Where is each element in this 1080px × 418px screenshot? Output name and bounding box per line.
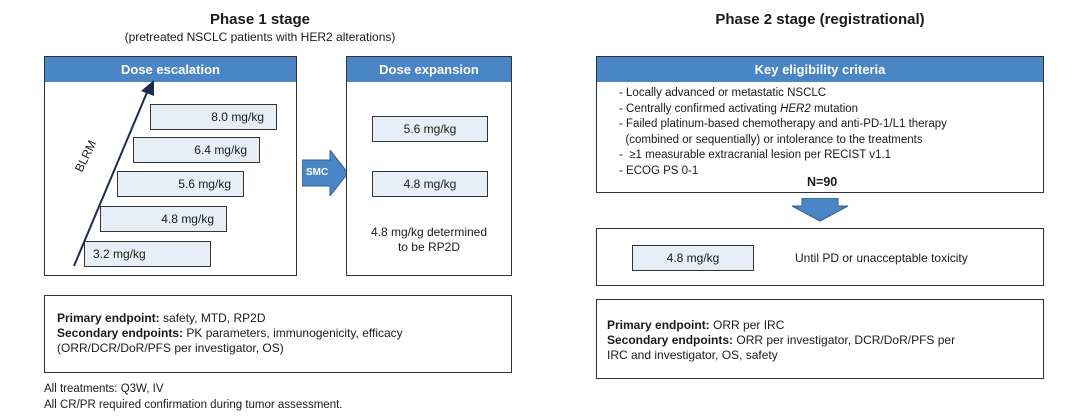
- rp2d-note: 4.8 mg/kg determined to be RP2D: [350, 225, 508, 255]
- expansion-dose-5-6: 5.6 mg/kg: [372, 116, 488, 142]
- criterion-1: - Locally advanced or metastatic NSCLC: [619, 87, 827, 99]
- phase2-primary-label: Primary endpoint:: [607, 318, 710, 332]
- phase2-title: Phase 2 stage (registrational): [715, 11, 925, 28]
- phase1-secondary-endpoint: Secondary endpoints: PK parameters, immu…: [57, 326, 507, 341]
- phase2-secondary-endpoint: Secondary endpoints: ORR per investigato…: [607, 333, 1037, 348]
- criterion-4: - ≥1 measurable extracranial lesion per …: [619, 149, 891, 161]
- criterion-5: - ECOG PS 0-1: [619, 164, 699, 177]
- criterion-2-her2: HER2: [780, 102, 811, 115]
- smc-arrow-icon: [302, 150, 349, 196]
- criterion-2: - Centrally confirmed activating HER2 mu…: [619, 102, 947, 118]
- phase2-endpoints-box: Primary endpoint: ORR per IRC Secondary …: [596, 299, 1044, 379]
- phase2-primary-text: ORR per IRC: [709, 318, 785, 332]
- escalation-dose-4-8: 4.8 mg/kg: [100, 206, 227, 232]
- phase1-primary-text: safety, MTD, RP2D: [159, 311, 266, 325]
- criterion-2-pre: - Centrally confirmed activating: [619, 102, 781, 115]
- escalation-dose-3-2: 3.2 mg/kg: [84, 241, 211, 267]
- escalation-dose-5-6: 5.6 mg/kg: [117, 171, 244, 197]
- phase1-primary-label: Primary endpoint:: [57, 311, 160, 325]
- footnote-2: All CR/PR required confirmation during t…: [44, 399, 343, 411]
- phase1-title: Phase 1 stage: [209, 11, 311, 28]
- treatment-dose: 4.8 mg/kg: [632, 245, 754, 271]
- phase2-secondary-label: Secondary endpoints:: [607, 333, 734, 347]
- criterion-2-post: mutation: [810, 102, 859, 115]
- phase2-primary-endpoint: Primary endpoint: ORR per IRC: [607, 318, 1037, 333]
- rp2d-note-line2: to be RP2D: [397, 240, 461, 254]
- treatment-duration: Until PD or unacceptable toxicity: [795, 251, 968, 265]
- eligibility-header: Key eligibility criteria: [597, 57, 1043, 82]
- dose-expansion-header: Dose expansion: [347, 57, 511, 82]
- expansion-dose-4-8: 4.8 mg/kg: [372, 171, 488, 197]
- phase1-endpoints-box: Primary endpoint: safety, MTD, RP2D Seco…: [44, 295, 512, 373]
- blrm-arrow-icon: [73, 80, 154, 267]
- escalation-dose-8-0: 8.0 mg/kg: [150, 104, 277, 130]
- footnote-1: All treatments: Q3W, IV: [44, 383, 164, 395]
- criterion-3-cont: (combined or sequentially) or intoleranc…: [619, 133, 923, 146]
- dose-expansion-panel: Dose expansion: [346, 56, 512, 276]
- rp2d-note-line1: 4.8 mg/kg determined: [370, 225, 488, 239]
- dose-escalation-header: Dose escalation: [45, 57, 296, 82]
- eligibility-panel: Key eligibility criteria - Locally advan…: [596, 56, 1044, 193]
- phase2-secondary-text2: IRC and investigator, OS, safety: [607, 348, 778, 362]
- escalation-dose-6-4: 6.4 mg/kg: [133, 137, 260, 163]
- phase1-secondary-text: PK parameters, immunogenicity, efficacy: [183, 326, 403, 340]
- phase1-secondary-text2: (ORR/DCR/DoR/PFS per investigator, OS): [57, 341, 284, 355]
- smc-label: SMC: [306, 167, 329, 178]
- phase1-subtitle: (pretreated NSCLC patients with HER2 alt…: [124, 30, 396, 44]
- phase1-secondary-label: Secondary endpoints:: [57, 326, 184, 340]
- down-arrow-icon: [791, 198, 849, 222]
- phase1-primary-endpoint: Primary endpoint: safety, MTD, RP2D: [57, 311, 507, 326]
- criterion-3: - Failed platinum-based chemotherapy and…: [619, 118, 947, 130]
- sample-size: N=90: [807, 175, 838, 189]
- phase2-secondary-text: ORR per investigator, DCR/DoR/PFS per: [733, 333, 956, 347]
